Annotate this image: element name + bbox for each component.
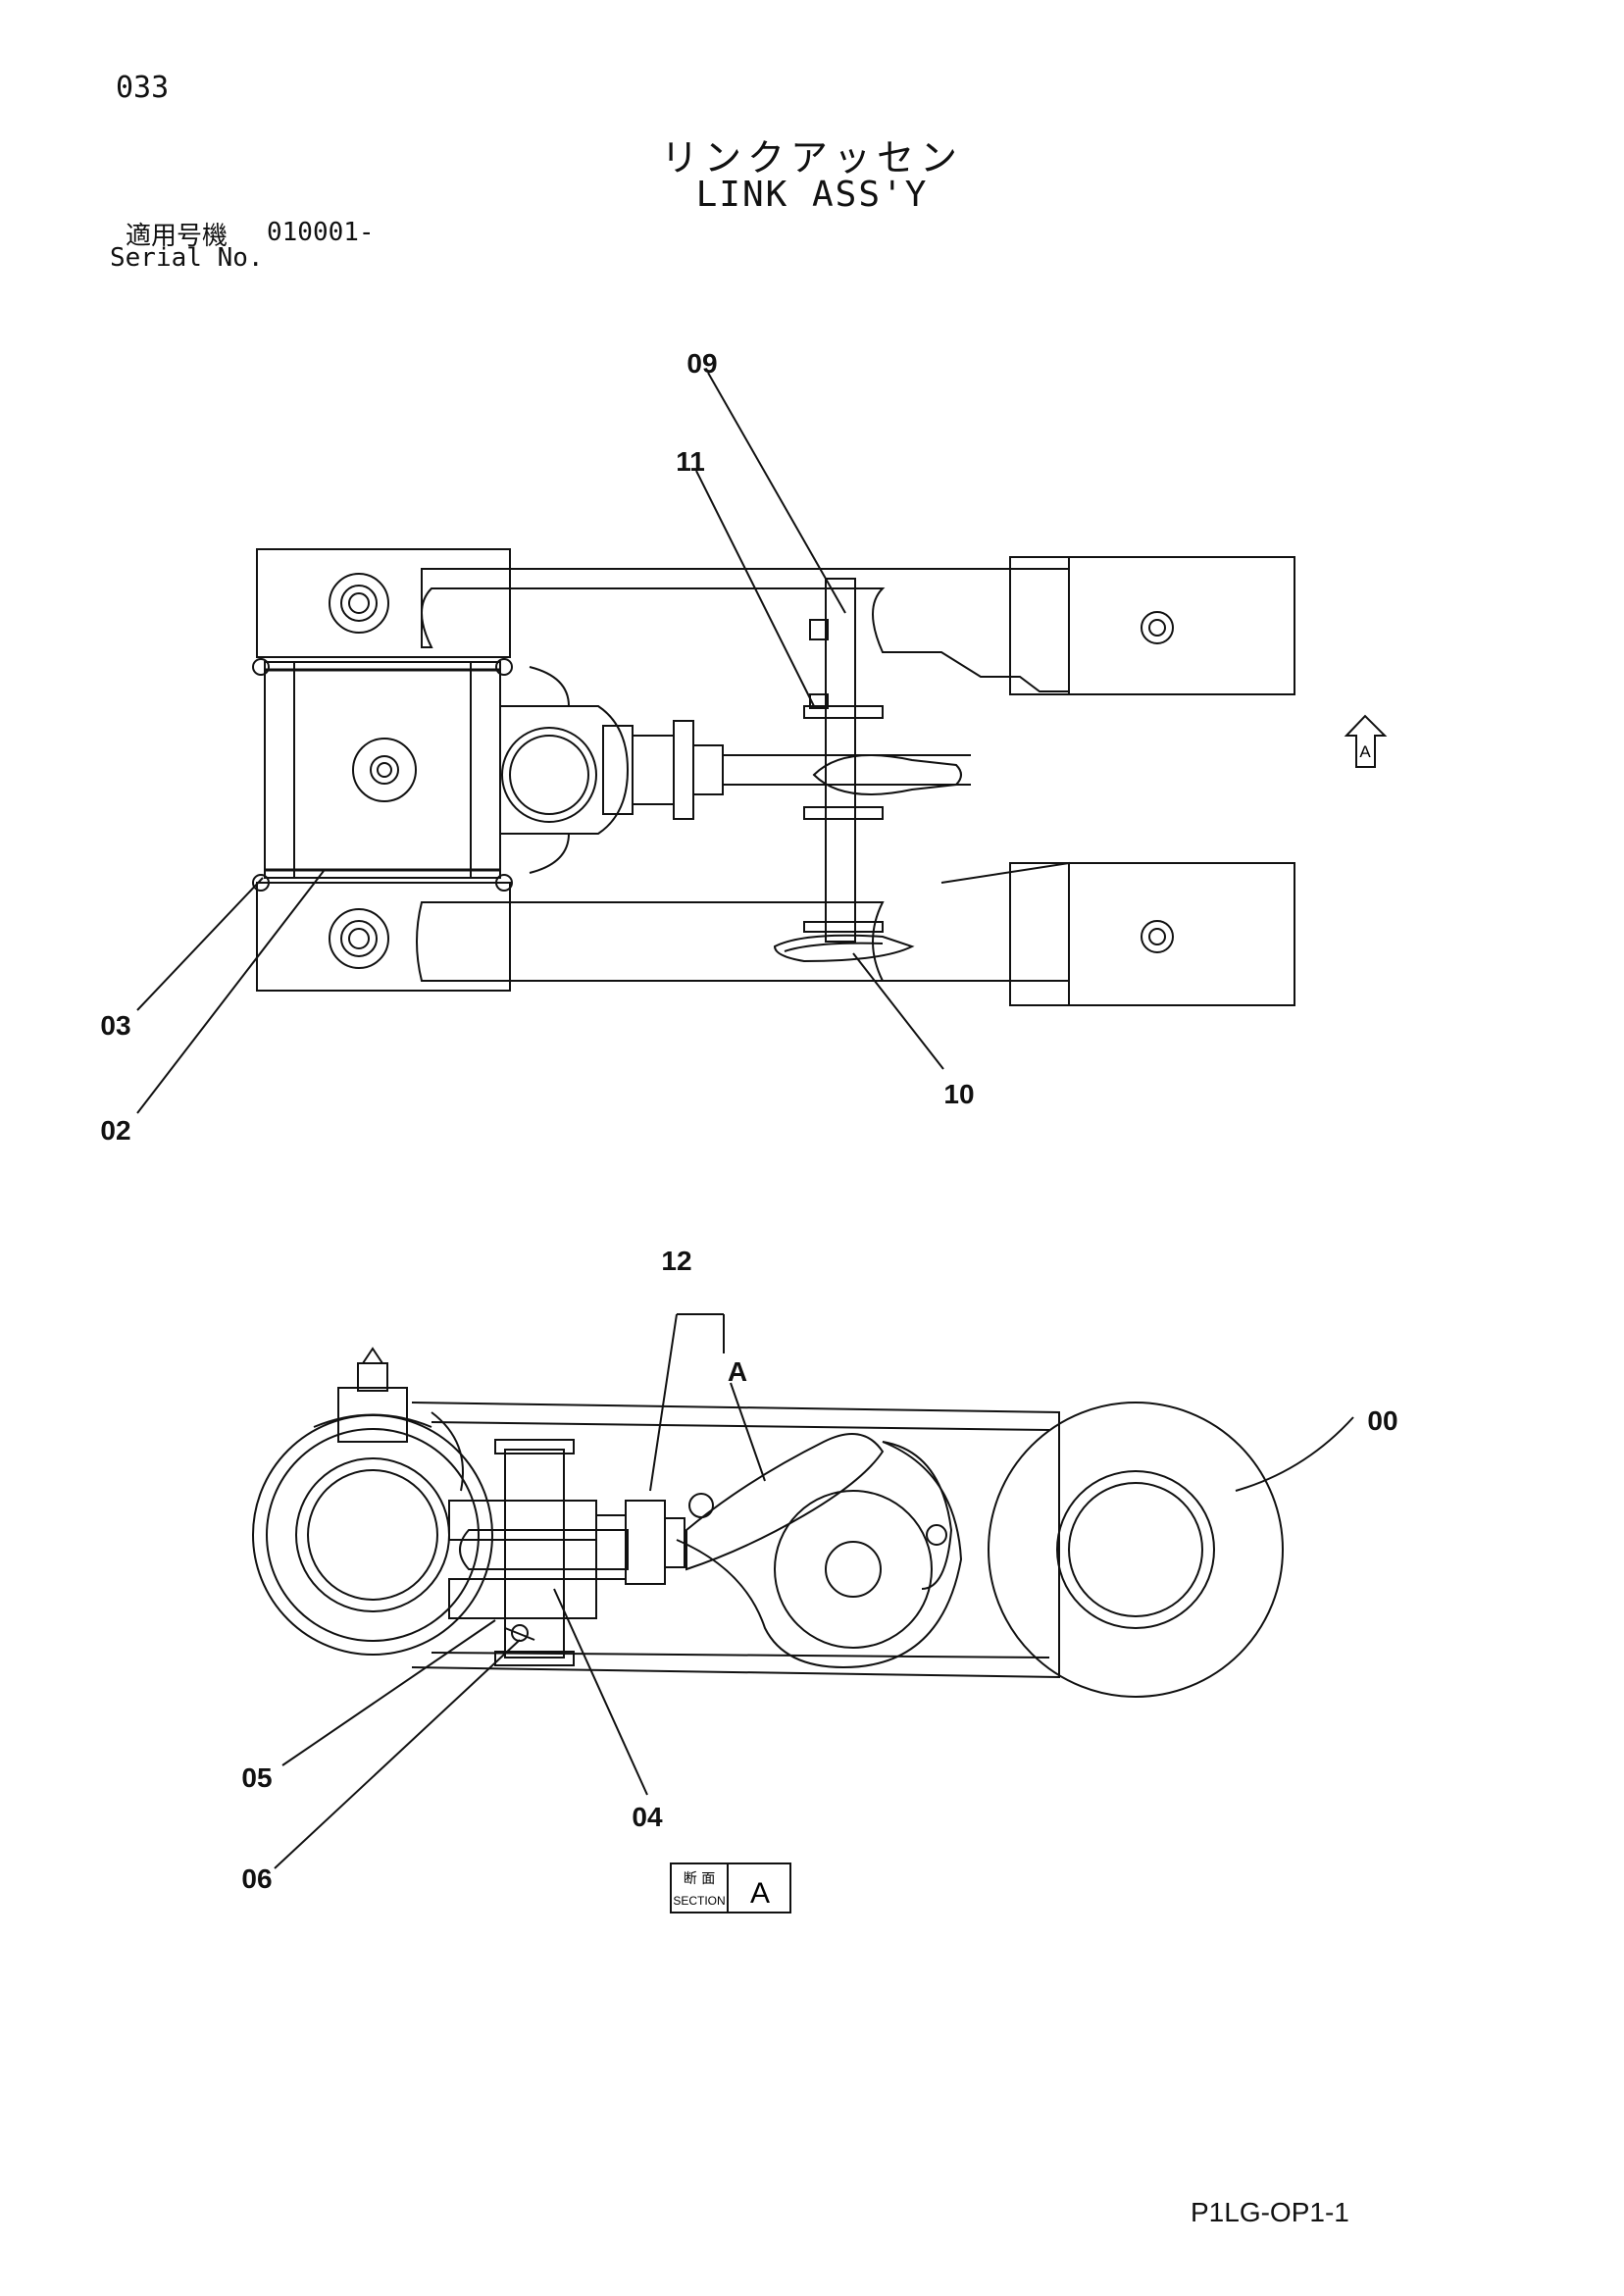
leader-04 (553, 1588, 648, 1796)
right-wheel-bushing (1056, 1470, 1215, 1629)
leader-11 (695, 470, 815, 707)
section-label-jp: 断 面 (684, 1871, 715, 1887)
latch-lever (685, 1433, 885, 1571)
hook-body (676, 1441, 963, 1669)
knuckle-eye (500, 705, 630, 835)
serial-number-value: 010001- (267, 218, 375, 247)
callout-02: 02 (100, 1115, 130, 1146)
clamp-bolt-head (337, 1387, 408, 1443)
callout-06: 06 (241, 1863, 272, 1894)
title-english: LINK ASS'Y (695, 175, 929, 215)
leader-12 (649, 1313, 678, 1492)
hook-pivot-pin (825, 1541, 882, 1598)
hook-pivot-housing (774, 1490, 933, 1649)
leader-10 (852, 952, 944, 1070)
leader-02 (136, 870, 325, 1114)
callout-12: 12 (661, 1246, 691, 1276)
serial-label-english: Serial No. (110, 243, 264, 273)
right-upper-block (1009, 556, 1295, 695)
cotter-pin-lower (773, 934, 915, 963)
o-ring-lower (252, 874, 270, 892)
side-view: 12 A 00 05 04 06 (241, 1246, 1397, 1894)
leader-05 (281, 1619, 496, 1766)
left-lower-block (256, 882, 511, 992)
left-upper-block (256, 548, 511, 658)
clevis-lower (448, 1578, 597, 1619)
callout-04: 04 (632, 1802, 663, 1832)
grease-fitting-upper-right (1141, 611, 1174, 644)
right-lower-block (1009, 862, 1295, 1006)
callout-10: 10 (943, 1079, 974, 1109)
clevis-pin (504, 1449, 565, 1658)
callout-A: A (728, 1356, 747, 1387)
title-japanese: リンクアッセン (660, 136, 963, 179)
left-eye-bushing (295, 1457, 450, 1612)
lower-arm (416, 901, 885, 982)
snap-pin (809, 693, 829, 709)
vertical-pin (825, 578, 856, 943)
section-a-label: 断 面 SECTION A (670, 1862, 791, 1913)
callout-11: 11 (676, 446, 705, 477)
upper-arm (421, 568, 1070, 692)
leader-00 (1235, 1416, 1354, 1492)
page-number: 033 (116, 71, 170, 105)
grease-fitting-lower-right (1141, 920, 1174, 953)
top-view: A 09 11 03 02 10 (100, 348, 1388, 1146)
callout-03: 03 (100, 1010, 130, 1041)
cotter-pin-upper (812, 754, 962, 795)
section-letter: A (750, 1877, 770, 1910)
center-joint-block (264, 661, 501, 879)
right-wheel-outer (988, 1402, 1284, 1698)
view-arrow-label: A (1359, 742, 1371, 761)
leader-09 (707, 372, 846, 614)
view-arrow-icon (1344, 714, 1388, 768)
bolt-upper-left (329, 573, 389, 634)
section-label-en: SECTION (673, 1894, 725, 1908)
link-body (411, 1402, 1060, 1679)
shackle (459, 1529, 629, 1570)
grease-fitting-center (352, 738, 417, 802)
leader-03 (136, 877, 264, 1011)
callout-05: 05 (241, 1762, 272, 1793)
o-ring-upper (252, 658, 270, 676)
leader-06 (274, 1639, 521, 1869)
clevis-upper (448, 1500, 597, 1541)
drawing-code: P1LG-OP1-1 (1191, 2197, 1349, 2227)
leader-A (730, 1382, 766, 1482)
serial-label-japanese: 適用号機 (126, 222, 228, 251)
bolt-lower-left (329, 908, 389, 969)
callout-00: 00 (1367, 1405, 1397, 1436)
callout-09: 09 (686, 348, 717, 379)
